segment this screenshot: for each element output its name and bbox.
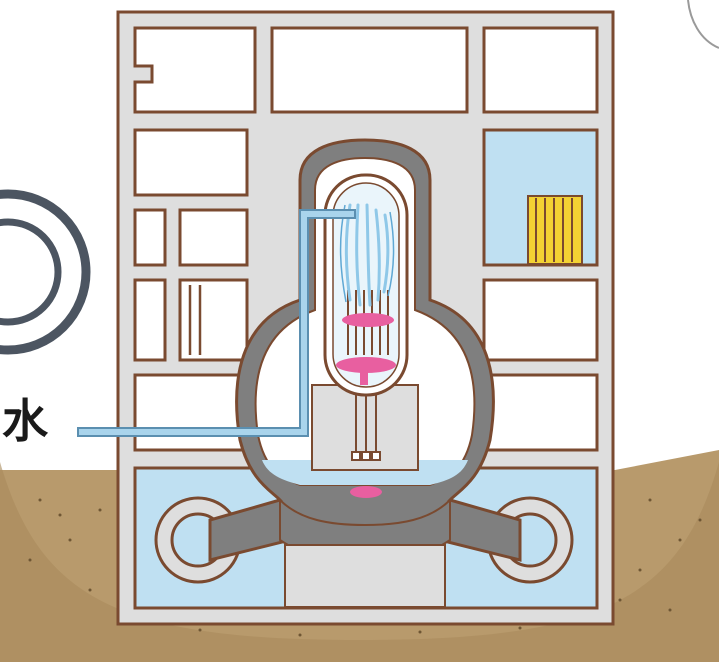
upper-floor-rooms [135,28,597,112]
control-rod-drives [352,395,380,460]
building-foundation [285,545,445,607]
circle-symbol [0,194,86,350]
right-side-rooms [484,130,597,450]
spent-fuel-rack [528,196,582,264]
cloud-outline [688,0,719,48]
water-label: 水 [2,398,48,444]
